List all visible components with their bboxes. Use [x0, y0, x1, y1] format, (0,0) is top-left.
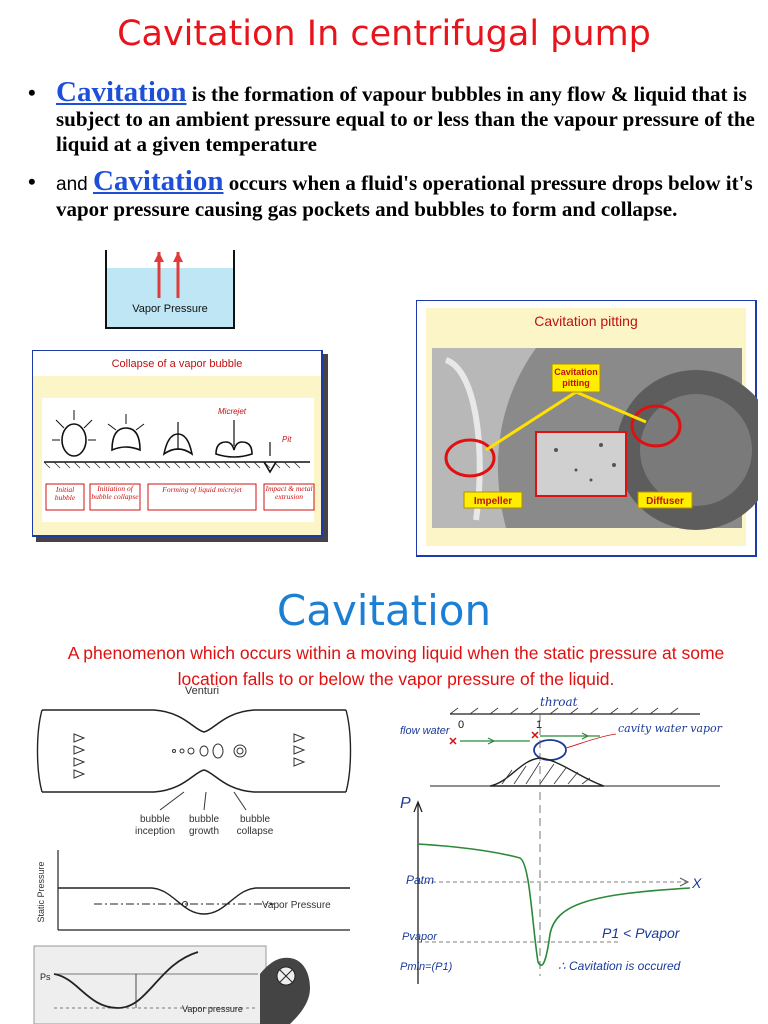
panel-title: Cavitation pitting	[534, 313, 638, 329]
stage-label: bubble inception	[134, 814, 176, 837]
venturi-bubbles	[172, 743, 247, 759]
venturi-top-wall	[42, 709, 346, 733]
flow-label: flow water	[400, 725, 451, 737]
ps-label: Ps	[40, 972, 51, 982]
point-markers	[449, 731, 539, 745]
x-axis-label: X	[691, 875, 702, 891]
patm-label: Patm	[406, 873, 434, 887]
stage-label: bubble collapse	[236, 814, 274, 837]
bullet-text: is the formation of vapour bubbles in an…	[56, 82, 755, 156]
bullet-occurrence: • and Cavitation occurs when a fluid's o…	[28, 167, 758, 249]
handdrawn-sketch: throat flow water 0 1 cavity water vapor…	[400, 695, 722, 984]
impeller-surface	[432, 348, 536, 528]
tank-liquid	[106, 268, 234, 328]
diffuser-label: Diffuser	[646, 496, 684, 507]
y-axis-label: Static Pressure	[36, 861, 46, 922]
pvapor-label: Pvapor	[402, 931, 438, 943]
page-title: Cavitation In centrifugal pump	[117, 14, 651, 54]
collapsing-bubble	[111, 427, 141, 452]
throat-bump	[489, 757, 605, 787]
definition-text: A phenomenon which occurs within a movin…	[67, 643, 725, 689]
pressure-curve	[58, 887, 350, 915]
condition-label: P1 < Pvapor	[602, 925, 681, 941]
cavity-label: cavity water vapor	[618, 722, 722, 735]
throat-label: throat	[540, 695, 578, 709]
section-title: Cavitation	[276, 586, 492, 635]
bullet-dot: •	[28, 80, 36, 105]
stage-label: Initiation of bubble collapse	[91, 484, 139, 501]
venturi-diagram: Venturi bubble inception bubble growth b…	[36, 685, 352, 931]
venturi-bottom-wall	[42, 769, 346, 793]
bottom-pressure-plot: Ps Vapor pressure	[33, 945, 310, 1024]
keyword-link[interactable]: Cavitation	[92, 165, 224, 197]
callout-arrow	[575, 390, 647, 424]
pressure-sketch-curve	[417, 843, 691, 967]
arrowhead	[154, 252, 183, 262]
pmin-label: Pmin=(P1)	[400, 961, 453, 973]
vapor-pressure-tank: Vapor Pressure	[105, 250, 235, 329]
impact-bubble	[215, 441, 253, 458]
flow-arrow	[460, 735, 600, 742]
pitting-closeup	[535, 431, 627, 497]
venturi-title: Venturi	[185, 685, 219, 697]
stage-label: bubble growth	[188, 814, 220, 837]
surface-hatch	[43, 461, 301, 469]
callout-arrow	[485, 390, 577, 452]
diffuser-pit-circle	[630, 404, 682, 448]
ps-curve	[53, 951, 199, 1009]
p-axis-label: P	[400, 795, 411, 812]
cavity-bubble	[533, 739, 567, 761]
pump-casing-icon	[260, 957, 310, 1024]
vapor-pressure-label: Vapor Pressure	[262, 900, 331, 911]
impeller-label: Impeller	[474, 496, 512, 507]
point-0-label: 0	[458, 719, 464, 731]
panel-title: Collapse of a vapor bubble	[112, 358, 243, 370]
keyword-link[interactable]: Cavitation	[56, 76, 187, 108]
flow-arrows	[73, 733, 306, 779]
bullet-lead: and	[56, 174, 93, 195]
bullet-text: occurs when a fluid's operational pressu…	[56, 171, 753, 221]
panel-header	[32, 350, 322, 376]
conclusion-label: ∴ Cavitation is occured	[558, 959, 681, 973]
cavitation-pitting-panel: Cavitation pitting Cavitation pitting Im…	[416, 300, 758, 557]
initial-bubble	[61, 423, 87, 457]
microjet-label: Micrejet	[218, 407, 247, 416]
vapor-label: Vapor pressure	[182, 1004, 243, 1014]
point-1-label: 1	[536, 719, 542, 731]
stage-label: Impact & metal extrusion	[265, 484, 313, 501]
pit-label: Pit	[282, 435, 292, 444]
tank-label: Vapor Pressure	[132, 303, 208, 315]
impeller-pit-circle	[444, 438, 496, 478]
bullet-dot: •	[28, 169, 36, 194]
callout-label: Cavitation pitting	[554, 367, 598, 388]
bubble-collapse-panel: Collapse of a vapor bubble Micrejet Pit …	[32, 350, 328, 542]
stage-label: Forming of liquid micrejet	[162, 485, 242, 494]
pit-mark	[263, 461, 277, 474]
bullet-definition: • Cavitation is the formation of vapour …	[28, 78, 758, 160]
tank-wall	[105, 250, 235, 329]
pressure-arrows	[52, 410, 96, 441]
stage-label: Initial bubble	[54, 485, 76, 502]
